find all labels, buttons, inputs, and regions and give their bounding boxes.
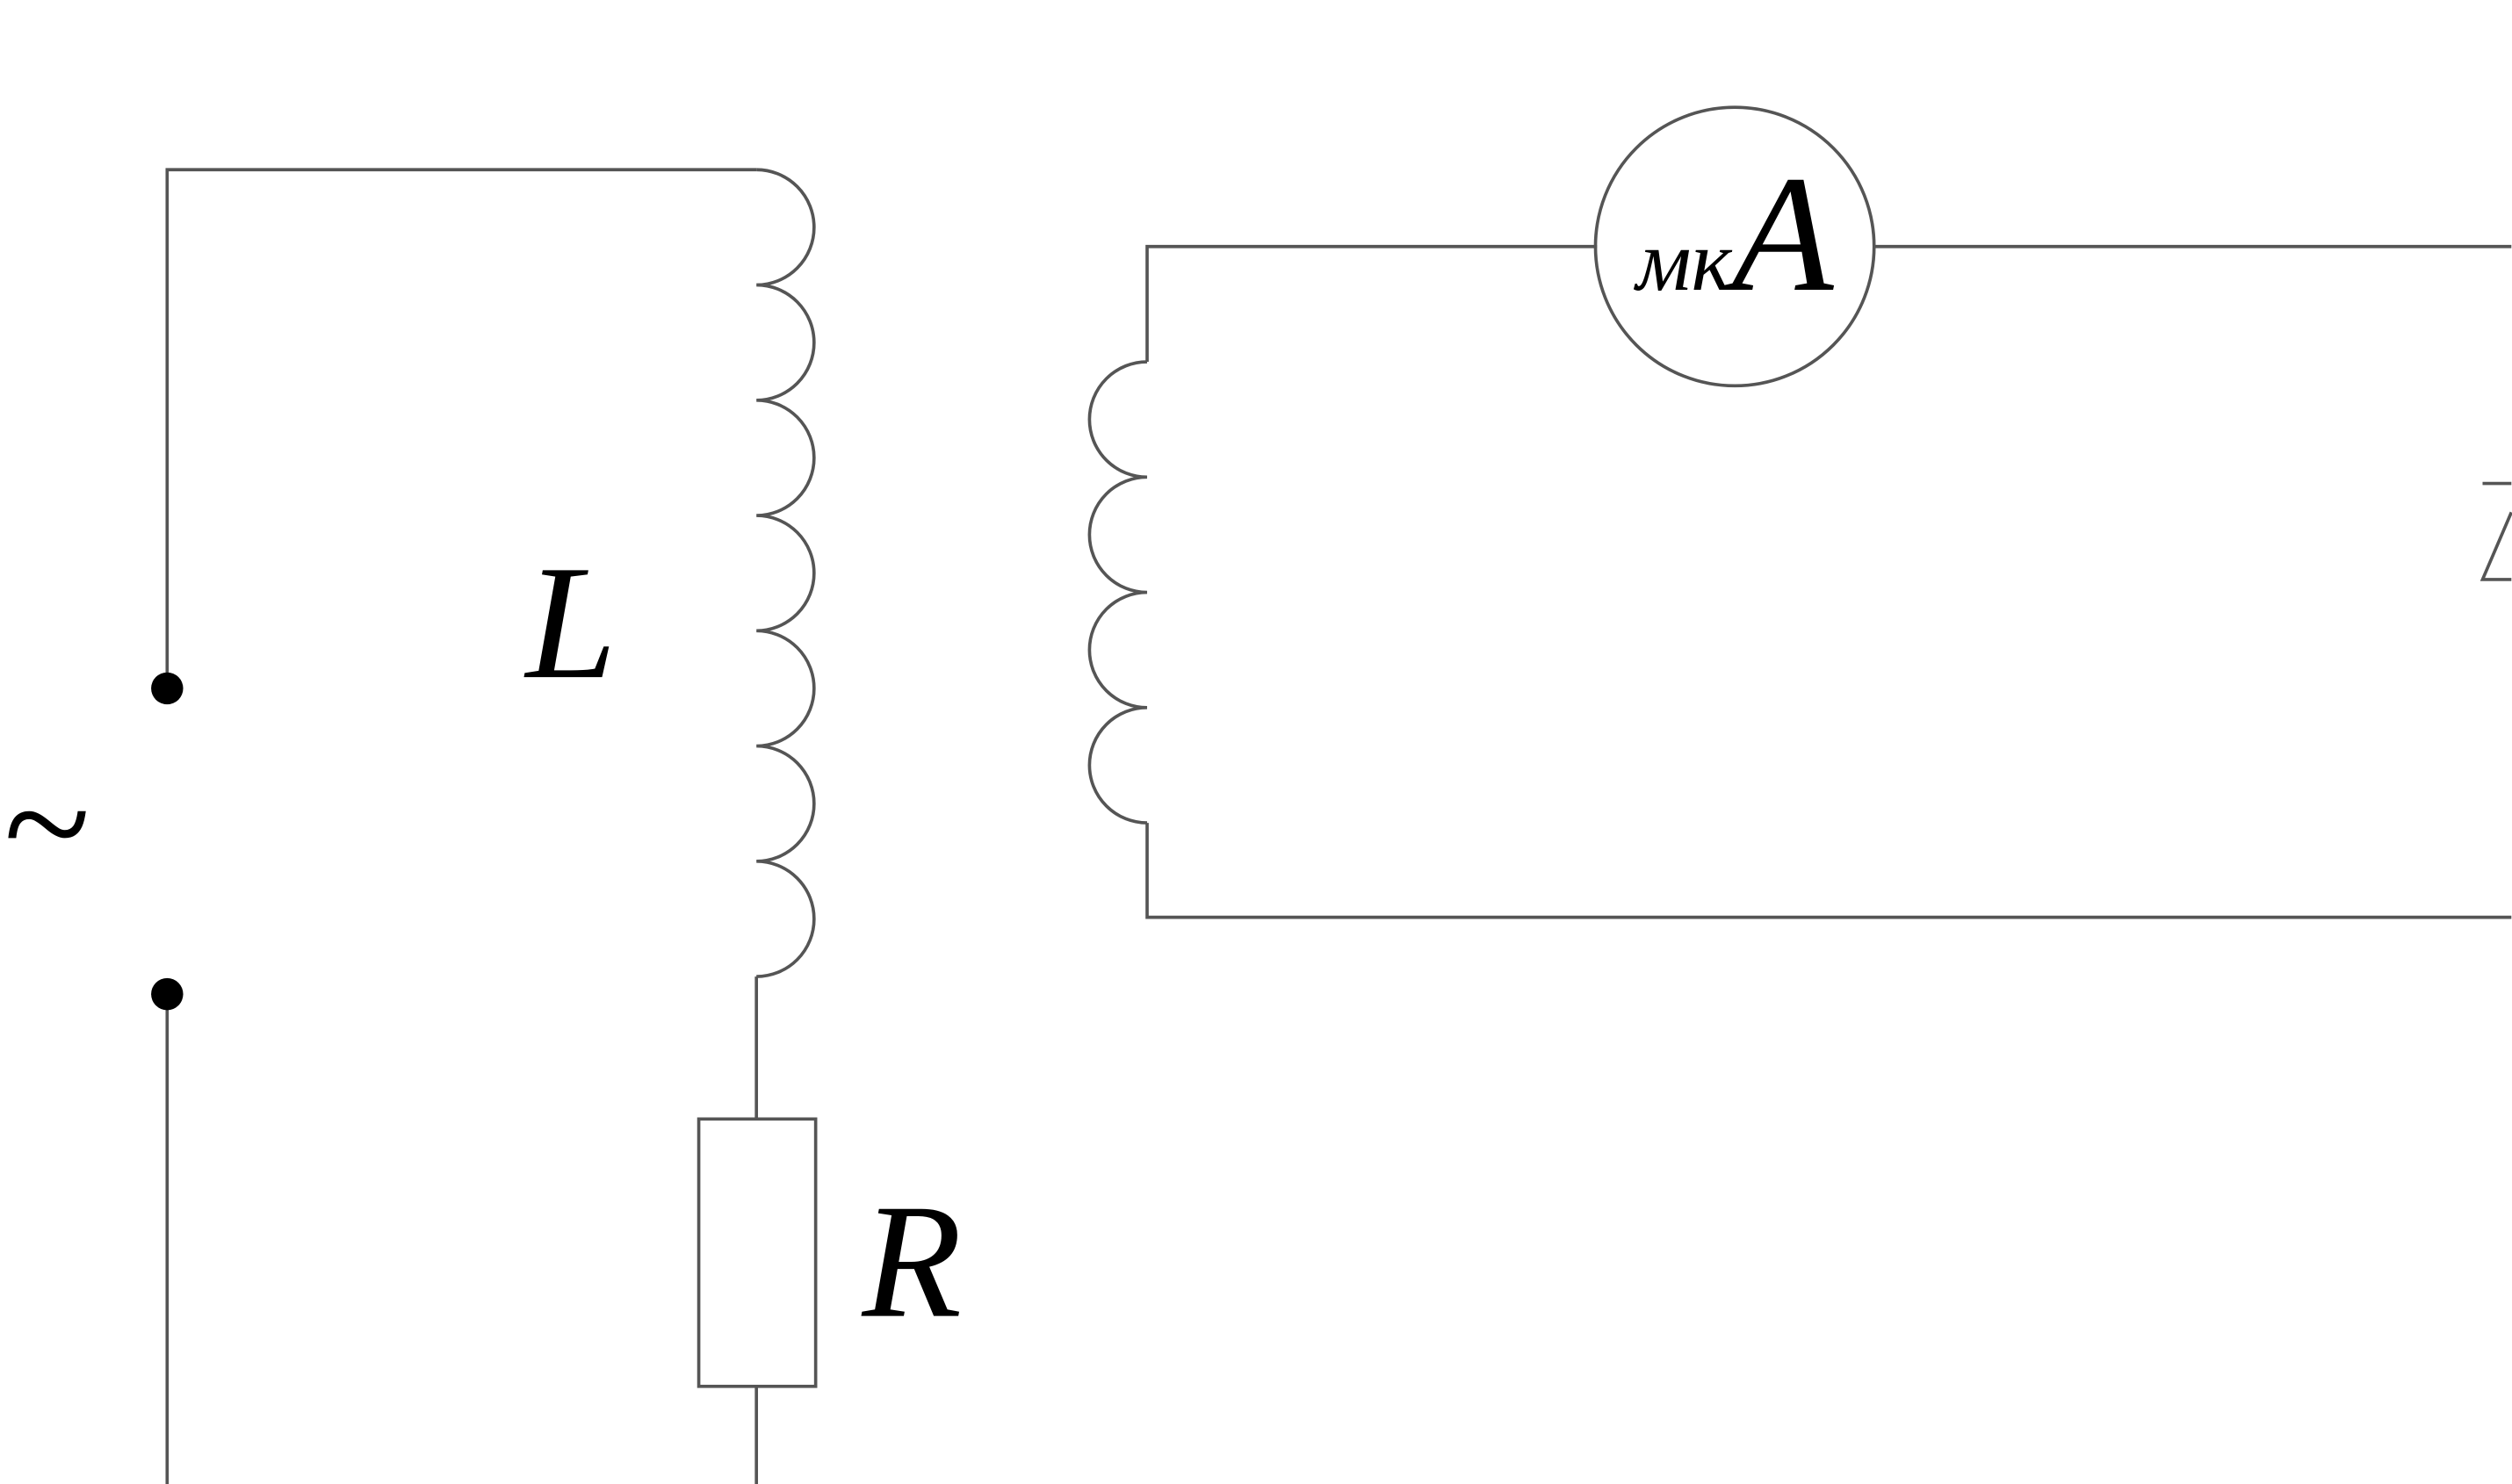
secondary-left-top-wire xyxy=(1145,244,1598,363)
resistor-label: R xyxy=(862,1171,963,1352)
inductor-label: L xyxy=(523,532,617,713)
secondary-inductor-coil xyxy=(1087,360,1148,825)
microammeter-label: мкA xyxy=(1634,142,1835,327)
meter-prefix-label: мк xyxy=(1634,213,1733,309)
primary-inductor-coil xyxy=(756,168,816,978)
resistor xyxy=(697,1117,818,1388)
primary-circuit xyxy=(151,168,818,1484)
ac-source-symbol: ~ xyxy=(4,736,90,912)
partial-component-edge xyxy=(2480,481,2512,581)
source-terminal-bottom xyxy=(151,977,184,1011)
meter-unit-label: A xyxy=(1722,142,1835,327)
top-wire xyxy=(165,168,757,688)
secondary-bottom-wire xyxy=(1145,823,2512,919)
source-terminal-top xyxy=(151,672,184,705)
secondary-circuit xyxy=(1087,105,2512,919)
